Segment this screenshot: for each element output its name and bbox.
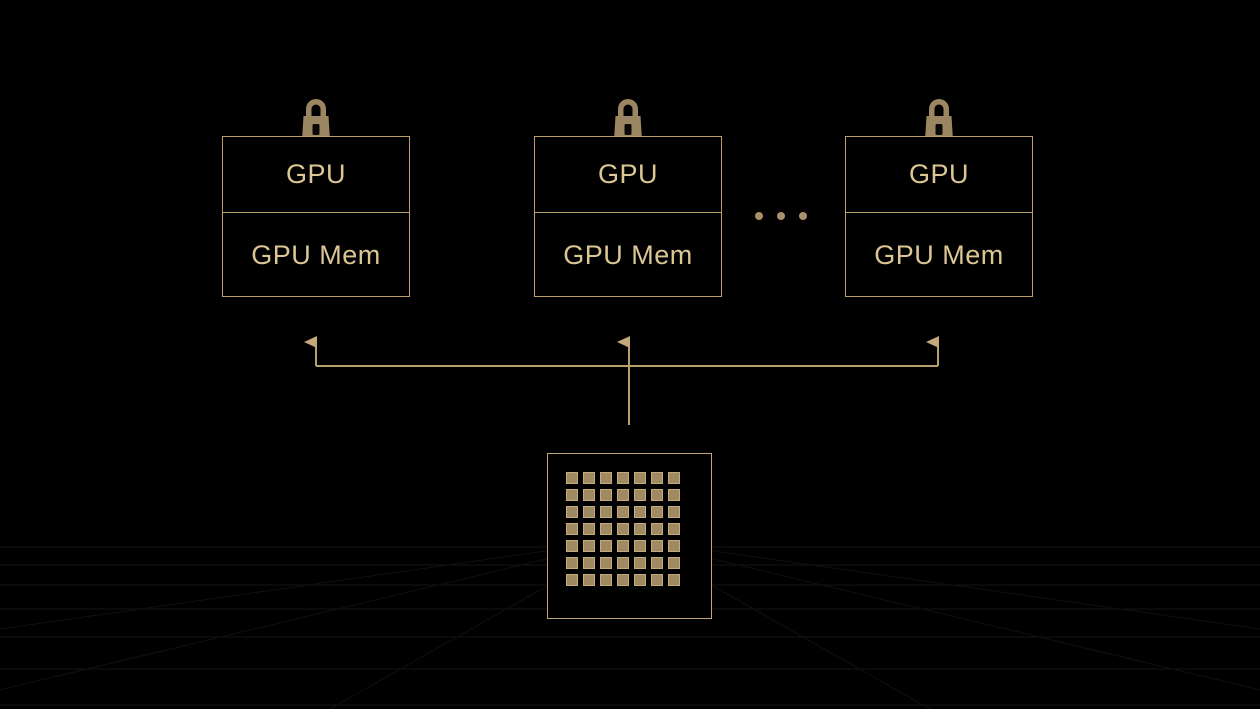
matrix-cell <box>668 472 680 484</box>
matrix-cell <box>651 574 663 586</box>
matrix-cell <box>668 489 680 501</box>
matrix-cell <box>668 540 680 552</box>
host-memory-matrix[interactable] <box>547 453 712 619</box>
gpu-node-2[interactable]: GPU GPU Mem <box>534 99 722 297</box>
gpu-node-1[interactable]: GPU GPU Mem <box>222 99 410 297</box>
ellipsis-dot <box>777 212 785 220</box>
matrix-cell <box>600 506 612 518</box>
matrix-cell <box>617 523 629 535</box>
matrix-cell <box>668 506 680 518</box>
matrix-cell <box>583 489 595 501</box>
matrix-cell <box>668 523 680 535</box>
lock-icon <box>614 99 642 140</box>
matrix-cell <box>600 523 612 535</box>
matrix-cell <box>600 472 612 484</box>
matrix-cell <box>566 489 578 501</box>
lock-icon <box>302 99 330 140</box>
gpu-node-3[interactable]: GPU GPU Mem <box>845 99 1033 297</box>
matrix-cell <box>651 557 663 569</box>
gpu-node-3-box <box>845 136 1033 297</box>
matrix-cell <box>634 540 646 552</box>
matrix-cell <box>617 489 629 501</box>
ellipsis-dot <box>755 212 763 220</box>
gpu-node-3-divider <box>845 212 1033 213</box>
gpu-node-3-memory-label: GPU Mem <box>874 239 1004 270</box>
matrix-cell <box>600 574 612 586</box>
matrix-cell <box>566 506 578 518</box>
matrix-cell <box>566 574 578 586</box>
matrix-cell <box>617 557 629 569</box>
matrix-cell <box>668 557 680 569</box>
gpu-node-2-box <box>534 136 722 297</box>
matrix-cell <box>634 574 646 586</box>
gpu-node-1-box <box>222 136 410 297</box>
matrix-cell <box>583 523 595 535</box>
matrix-cell <box>634 506 646 518</box>
matrix-cell <box>583 574 595 586</box>
matrix-cell <box>651 489 663 501</box>
matrix-cell <box>634 472 646 484</box>
matrix-cell <box>600 540 612 552</box>
gpu-node-1-divider <box>222 212 410 213</box>
lock-icon <box>925 99 953 140</box>
matrix-cell <box>634 489 646 501</box>
matrix-grid <box>566 472 680 586</box>
matrix-cell <box>668 574 680 586</box>
matrix-cell <box>651 506 663 518</box>
matrix-cell <box>617 540 629 552</box>
matrix-cell <box>566 540 578 552</box>
gpu-node-1-memory-label: GPU Mem <box>251 239 381 270</box>
matrix-cell <box>651 523 663 535</box>
matrix-cell <box>566 472 578 484</box>
gpu-node-2-compute-label: GPU <box>597 158 658 189</box>
matrix-cell <box>583 506 595 518</box>
matrix-cell <box>617 574 629 586</box>
matrix-cell <box>583 540 595 552</box>
matrix-cell <box>566 523 578 535</box>
matrix-cell <box>566 557 578 569</box>
matrix-cell <box>634 523 646 535</box>
matrix-cell <box>600 489 612 501</box>
gpu-node-2-memory-label: GPU Mem <box>563 239 693 270</box>
memory-transfer-connector <box>304 336 939 425</box>
gpu-node-1-compute-label: GPU <box>285 158 346 189</box>
ellipsis-dot <box>799 212 807 220</box>
matrix-cell <box>634 557 646 569</box>
ellipsis-more-gpus <box>755 212 815 222</box>
matrix-cell <box>617 506 629 518</box>
matrix-cell <box>651 472 663 484</box>
matrix-cell <box>617 472 629 484</box>
gpu-node-2-divider <box>534 212 722 213</box>
matrix-cell <box>651 540 663 552</box>
gpu-node-3-compute-label: GPU <box>908 158 969 189</box>
matrix-cell <box>600 557 612 569</box>
matrix-cell <box>583 557 595 569</box>
matrix-cell <box>583 472 595 484</box>
